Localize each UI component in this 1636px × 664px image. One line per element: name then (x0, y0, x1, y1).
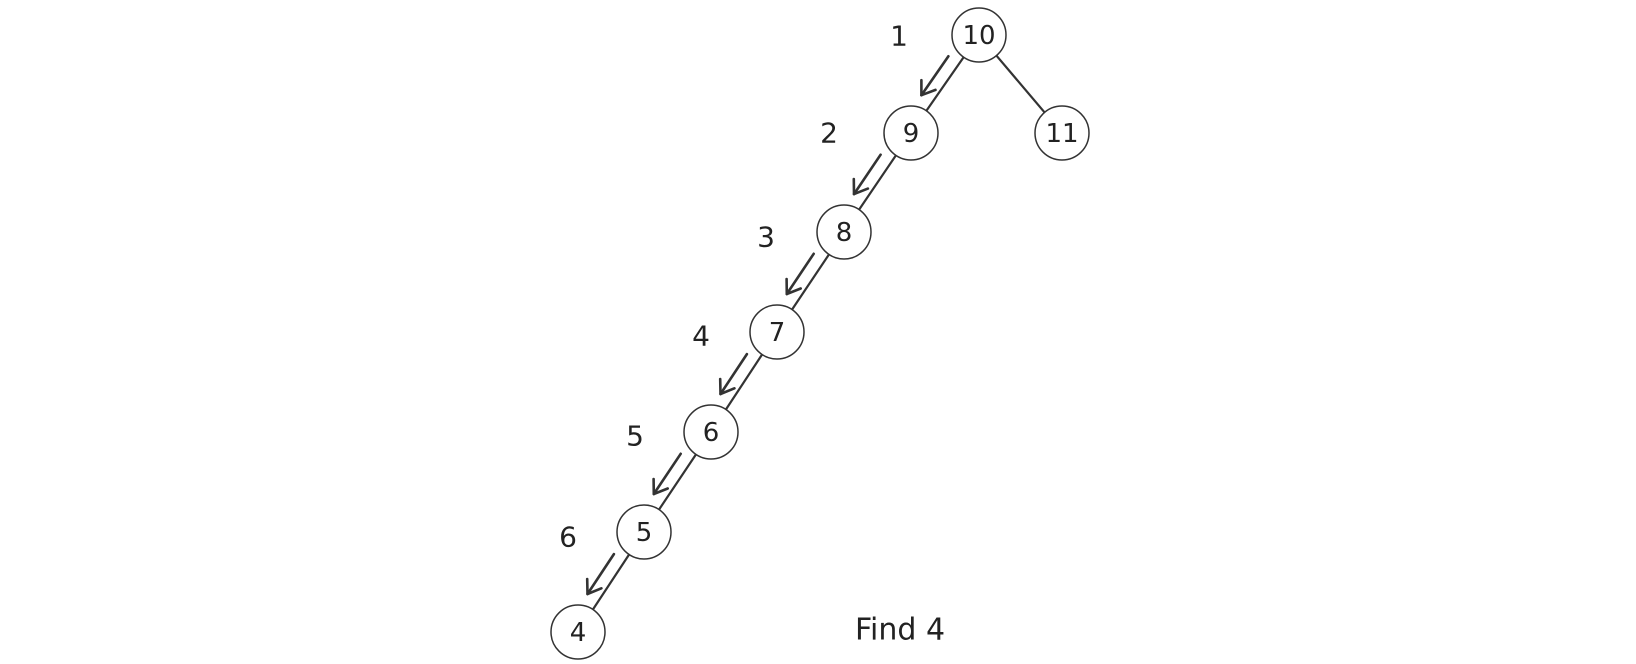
arrow-head-icon (652, 477, 670, 496)
search-arrow-step-5 (652, 452, 683, 496)
tree-node-6: 6 (683, 404, 739, 460)
node-label: 5 (636, 518, 653, 548)
tree-node-5: 5 (616, 504, 672, 560)
edge-n10-n9 (925, 56, 965, 112)
node-label: 11 (1045, 119, 1078, 149)
node-circle (616, 504, 672, 560)
search-arrow-step-3 (785, 252, 816, 296)
step-label-4: 4 (692, 320, 710, 353)
node-label: 8 (836, 218, 853, 248)
arrow-shaft (586, 552, 616, 596)
arrow-head-icon (920, 78, 937, 97)
arrow-head-icon (585, 577, 603, 596)
arrow-shaft (719, 352, 749, 396)
node-circle (816, 204, 872, 260)
step-label-3: 3 (757, 221, 775, 254)
arrow-head-icon (718, 377, 736, 396)
search-arrow-step-1 (920, 54, 950, 97)
edge-n5-n4 (591, 553, 631, 611)
step-label-5: 5 (626, 420, 644, 453)
arrow-head-icon (785, 277, 803, 296)
node-circle (1034, 105, 1090, 161)
arrow-shaft (652, 452, 683, 496)
node-circle (749, 304, 805, 360)
tree-node-7: 7 (749, 304, 805, 360)
node-circle (951, 7, 1007, 63)
node-circle (683, 404, 739, 460)
search-path-arrows (585, 54, 950, 596)
tree-node-4: 4 (550, 604, 606, 660)
node-label: 9 (903, 119, 920, 149)
step-label-1: 1 (890, 20, 908, 53)
step-label-2: 2 (820, 117, 838, 150)
tree-node-10: 10 (951, 7, 1007, 63)
tree-node-9: 9 (883, 105, 939, 161)
edge-n9-n8 (857, 154, 898, 211)
search-arrow-step-4 (718, 352, 749, 396)
node-label: 7 (769, 318, 786, 348)
step-labels: 1 2 3 4 5 6 (559, 20, 908, 554)
nodes-layer: 10 9 11 8 7 6 5 4 (550, 7, 1090, 660)
node-circle (883, 105, 939, 161)
tree-node-8: 8 (816, 204, 872, 260)
node-label: 6 (703, 418, 720, 448)
diagram-caption: Find 4 (855, 613, 945, 648)
step-label-6: 6 (559, 521, 577, 554)
search-arrow-step-6 (585, 552, 616, 596)
arrow-shaft (920, 54, 950, 97)
edge-n8-n7 (790, 253, 831, 311)
arrow-shaft (852, 153, 882, 196)
arrow-shaft (785, 252, 816, 296)
edge-n10-n11 (995, 54, 1046, 114)
edge-n6-n5 (657, 453, 698, 511)
arrow-head-icon (852, 177, 870, 196)
tree-node-11: 11 (1034, 105, 1090, 161)
node-label: 4 (570, 618, 587, 648)
edges-layer (591, 54, 1046, 611)
node-circle (550, 604, 606, 660)
edge-n7-n6 (724, 353, 764, 411)
node-label: 10 (962, 21, 995, 51)
search-arrow-step-2 (852, 153, 882, 196)
